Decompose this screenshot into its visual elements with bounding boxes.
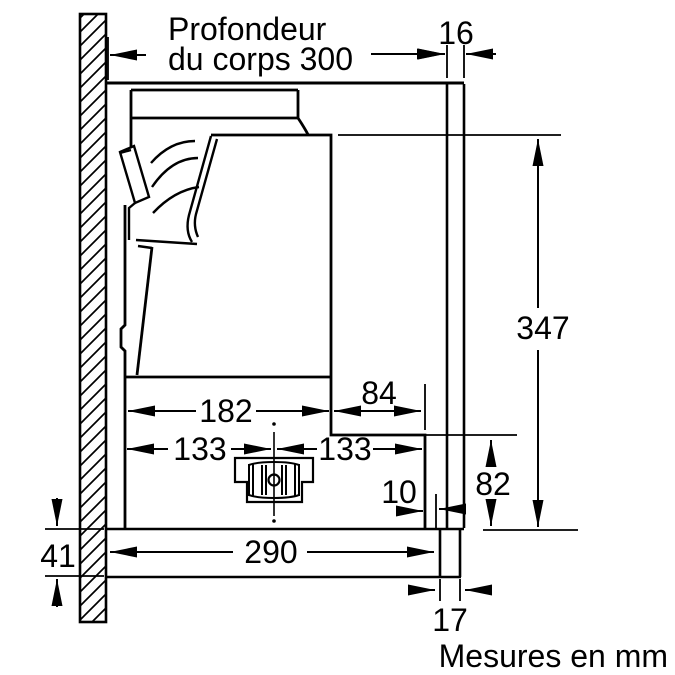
dim-133-right-label: 133 [318,431,371,467]
hood-left-edge [119,205,127,529]
centerline-dot-top [272,422,276,426]
dim-body-depth-label-line1: Profondeur [168,11,327,47]
dim-84-label: 84 [361,375,397,411]
wall-hatched [78,12,108,624]
cabinet-side-panel [445,84,466,528]
hood-main-box [211,133,427,529]
dim-290-label: 290 [244,534,297,570]
flap-tilted-plate [118,144,151,205]
flap-slant-band [186,135,219,243]
dim-41-label: 41 [40,538,76,574]
dim-347-label: 347 [516,310,569,346]
dim-182-label: 182 [199,393,252,429]
flap-curves [150,139,200,214]
ext-panel-16 [446,45,465,78]
flap-box-bottom [135,238,198,250]
hood-flaps [118,135,219,250]
dim-82-label: 82 [475,466,511,502]
dim-16-label: 16 [438,15,474,51]
blower-ribs [248,464,300,496]
flap-left-edge [119,148,136,240]
dim-17-label: 17 [432,602,468,638]
ext-17 [439,579,461,601]
centerline [272,422,276,523]
centerline-dot-bottom [272,519,276,523]
ext-41 [45,528,104,577]
dim-10 [396,503,466,517]
dim-10-label: 10 [381,474,417,510]
hood-visor [106,527,464,579]
dim-133-left-label: 133 [173,431,226,467]
hood-body-outline [119,88,427,529]
visor-front-cap [438,529,462,577]
extension-lines [45,37,578,601]
unit-note: Mesures en mm [439,638,668,674]
hood-top-cap [129,88,310,150]
hood-front-slant [135,246,154,376]
dim-body-depth-label-line2: du corps 300 [168,41,353,77]
